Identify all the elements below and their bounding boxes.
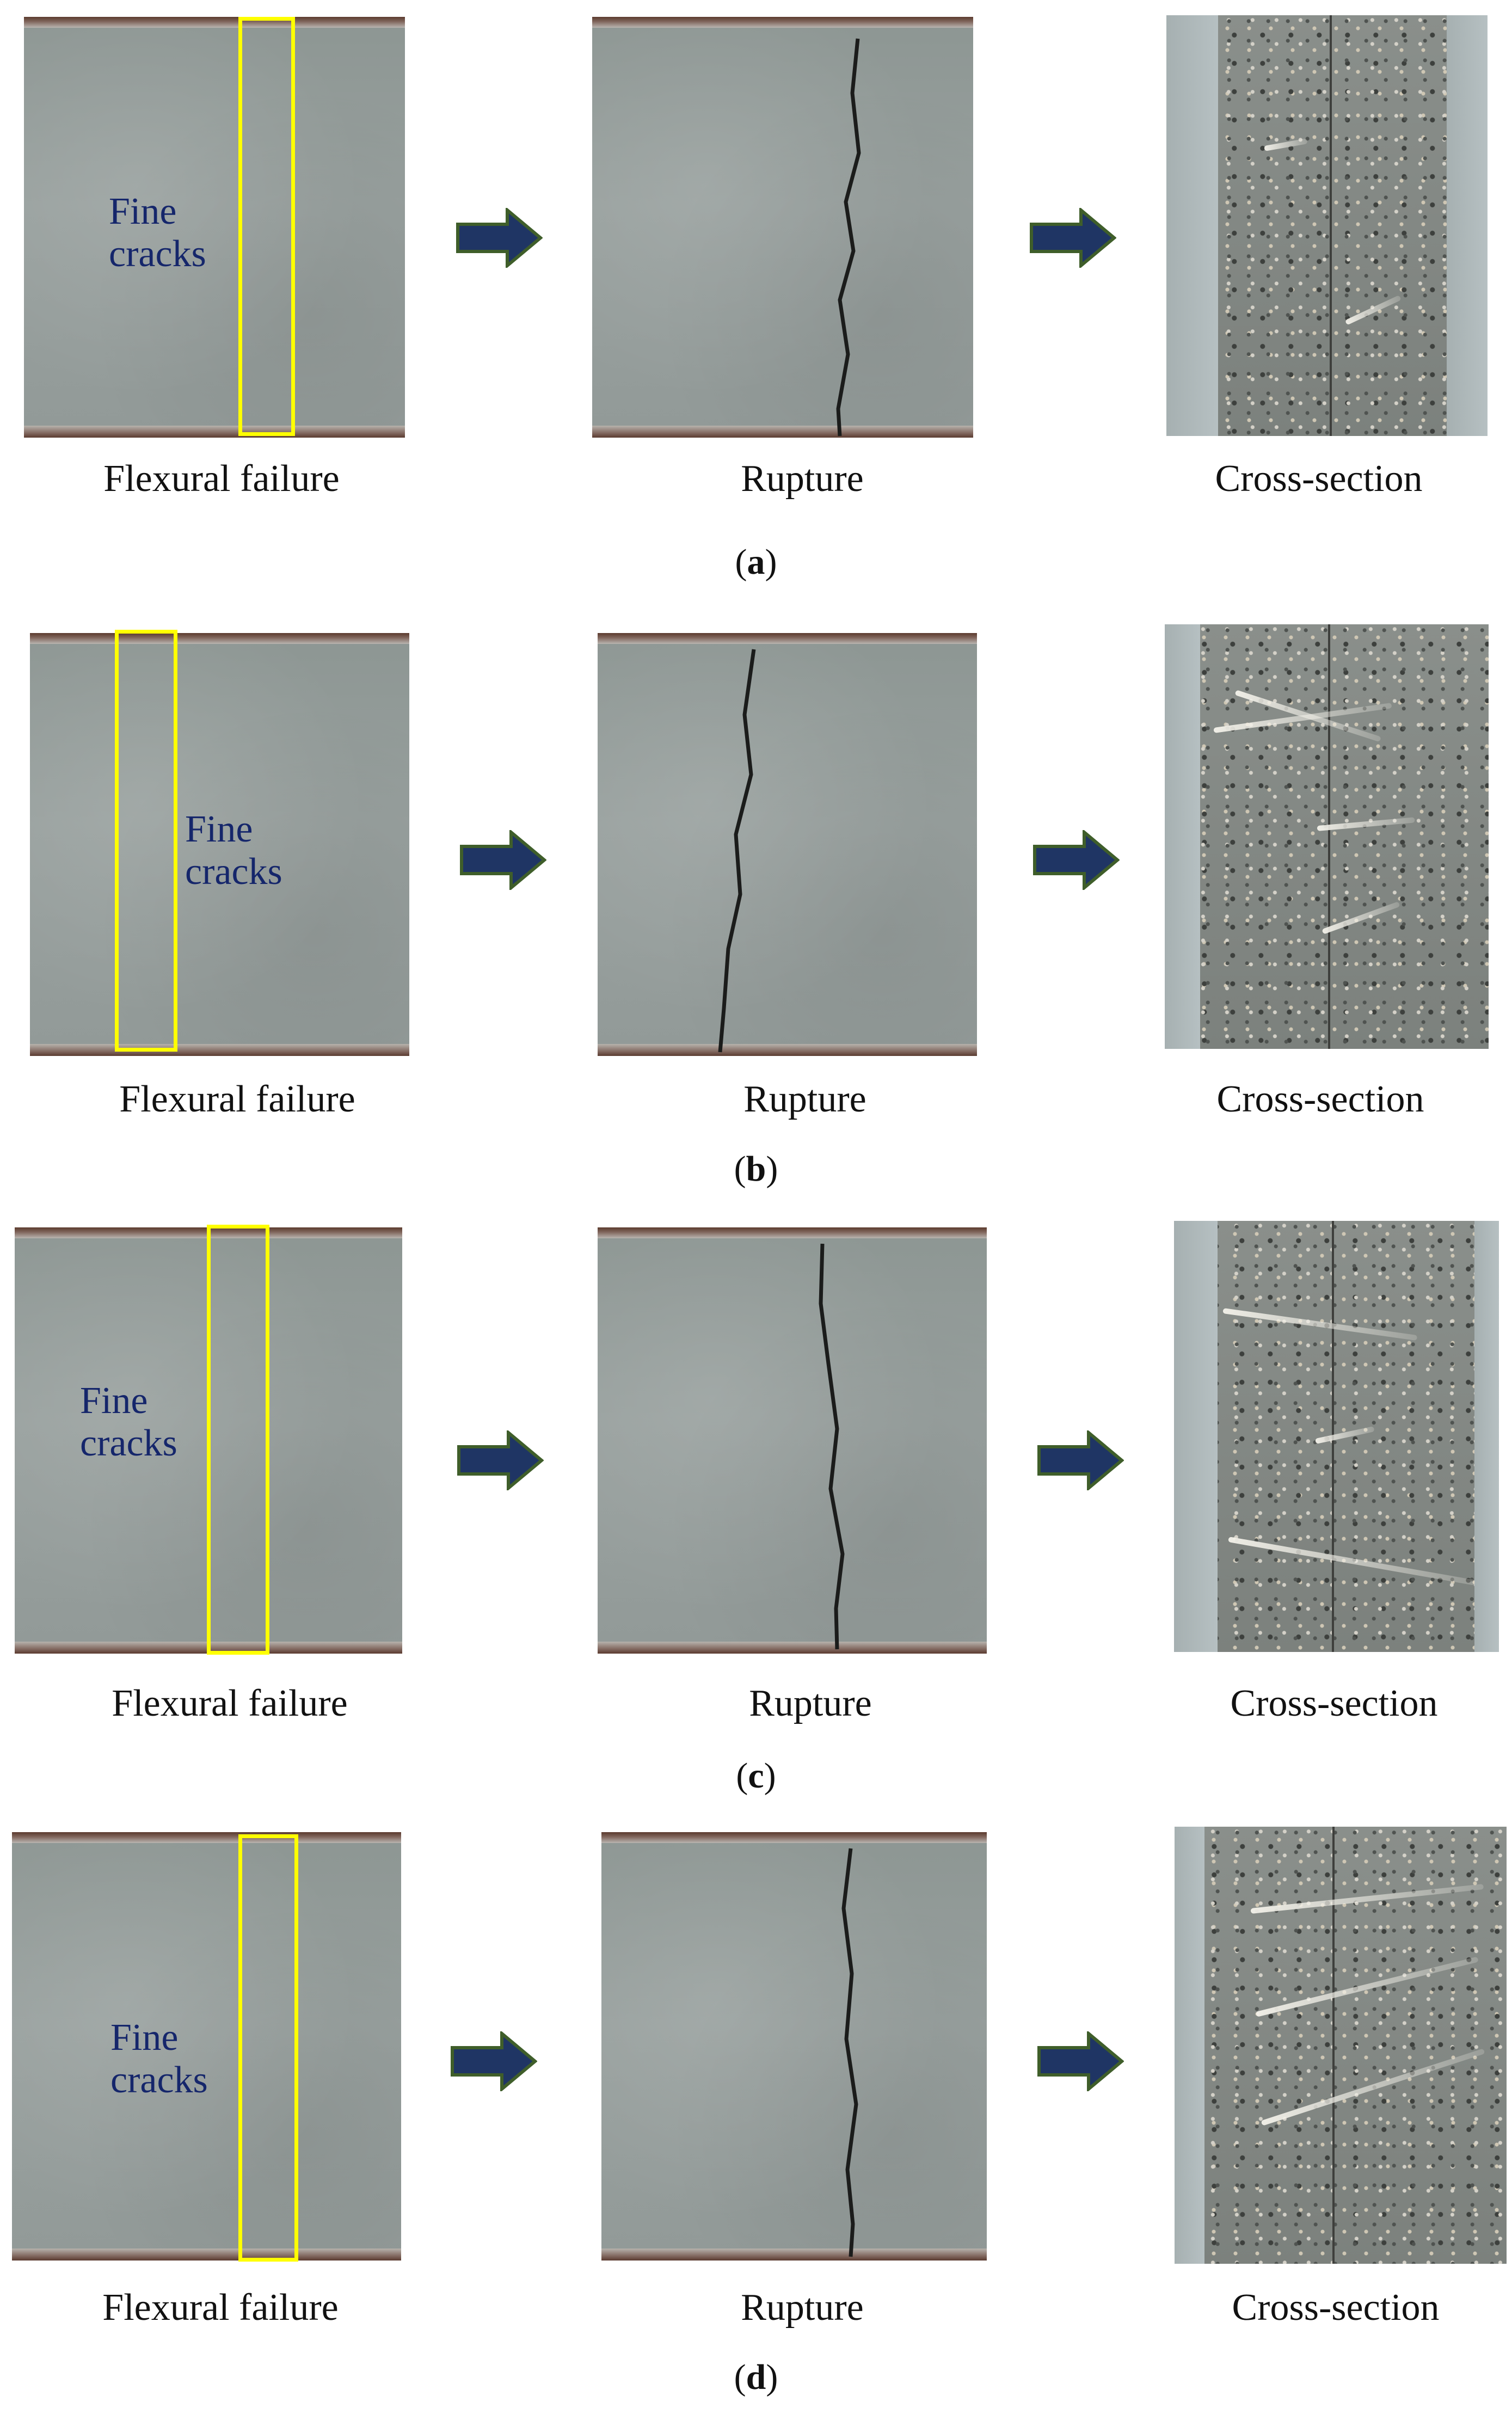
rupture-crack-d: [841, 1848, 858, 2257]
caption-flexural-failure-a: Flexural failure: [103, 458, 340, 500]
rupture-crack-a: [836, 38, 861, 437]
caption-flexural-failure-c: Flexural failure: [112, 1682, 348, 1724]
rupture-photo-a: [592, 17, 973, 438]
caption-cross-section-b: Cross-section: [1216, 1078, 1424, 1120]
right-arrow-icon: [451, 2031, 537, 2091]
subfigure-label-c: (c): [736, 1756, 776, 1796]
right-arrow-icon: [460, 830, 546, 890]
right-arrow-icon: [456, 208, 543, 268]
flexural-failure-photo-b: [30, 633, 409, 1056]
rupture-photo-b: [598, 633, 977, 1056]
cross-section-photo-c: [1174, 1221, 1499, 1652]
right-arrow-icon: [457, 1430, 544, 1490]
fine-crack-highlight-box-b: [115, 630, 177, 1052]
subfigure-label-a: (a): [735, 542, 777, 582]
fine-crack-highlight-box-d: [238, 1834, 298, 2262]
cross-section-photo-d: [1175, 1827, 1507, 2264]
right-arrow-icon: [1033, 830, 1120, 890]
subfigure-label-b: (b): [734, 1149, 778, 1189]
caption-rupture-d: Rupture: [741, 2287, 864, 2329]
rupture-crack-c: [819, 1243, 845, 1650]
caption-cross-section-d: Cross-section: [1232, 2287, 1440, 2329]
right-arrow-icon: [1030, 208, 1116, 268]
subfigure-label-d: (d): [734, 2357, 778, 2397]
caption-cross-section-a: Cross-section: [1215, 458, 1423, 500]
rupture-photo-c: [598, 1227, 987, 1654]
right-arrow-icon: [1037, 2031, 1124, 2091]
cross-section-photo-b: [1165, 624, 1489, 1049]
right-arrow-icon: [1037, 1430, 1124, 1490]
caption-rupture-a: Rupture: [741, 458, 864, 500]
caption-flexural-failure-d: Flexural failure: [102, 2287, 339, 2329]
cross-section-photo-a: [1166, 15, 1488, 436]
fine-crack-highlight-box-c: [207, 1225, 269, 1655]
caption-cross-section-c: Cross-section: [1230, 1682, 1438, 1724]
rupture-photo-d: [601, 1832, 987, 2261]
caption-flexural-failure-b: Flexural failure: [119, 1078, 355, 1120]
caption-rupture-b: Rupture: [743, 1078, 866, 1120]
fine-crack-highlight-box-a: [238, 17, 295, 436]
caption-rupture-c: Rupture: [749, 1682, 872, 1724]
flexural-failure-photo-a: [24, 17, 405, 438]
rupture-crack-b: [718, 649, 756, 1053]
flexural-failure-photo-d: [12, 1832, 401, 2261]
